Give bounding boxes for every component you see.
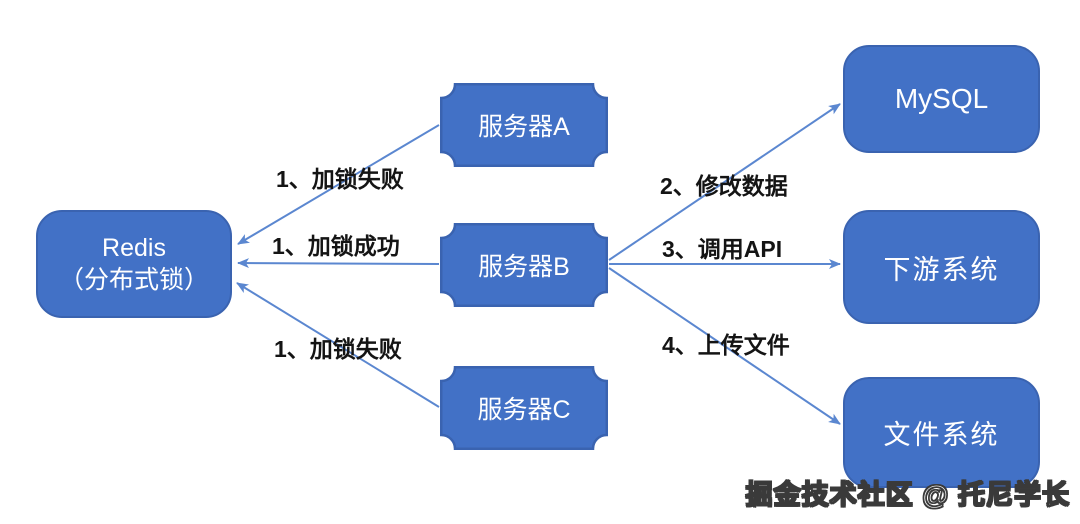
watermark-text: 掘金技术社区 @ 托尼学长: [745, 479, 1070, 510]
edge-label-a-to-redis: 1、加锁失败: [276, 166, 404, 192]
server-b-label: 服务器B: [478, 253, 570, 281]
edge-label-b-to-filesystem: 4、上传文件: [662, 332, 790, 358]
edge-label-b-to-mysql: 2、修改数据: [660, 173, 788, 199]
server-a-label: 服务器A: [478, 113, 570, 141]
node-file-system: 文件系统: [843, 377, 1040, 488]
plaque-shape: [440, 366, 608, 450]
node-mysql: MySQL: [843, 45, 1040, 153]
node-server-c: 服务器C: [440, 366, 608, 450]
arrow-server-b-to-redis: [237, 258, 440, 269]
node-downstream-system: 下游系统: [843, 210, 1040, 324]
plaque-shape: [440, 223, 608, 307]
filesystem-label: 文件系统: [883, 420, 1000, 450]
edge-label-b-to-redis: 1、加锁成功: [272, 233, 400, 259]
mysql-label: MySQL: [894, 83, 989, 114]
node-server-a: 服务器A: [440, 83, 608, 167]
downstream-label: 下游系统: [883, 254, 1000, 285]
redis-label-line1: Redis: [102, 233, 166, 262]
edge-label-c-to-redis: 1、加锁失败: [274, 336, 402, 362]
plaque-shape: [440, 83, 608, 167]
redis-label-line2: （分布式锁）: [58, 266, 209, 294]
node-server-b: 服务器B: [440, 223, 608, 307]
server-c-label: 服务器C: [477, 396, 571, 424]
redis-label: Redis （分布式锁）: [59, 232, 209, 297]
node-redis: Redis （分布式锁）: [36, 210, 232, 318]
edge-label-b-to-downstream: 3、调用API: [662, 236, 783, 262]
